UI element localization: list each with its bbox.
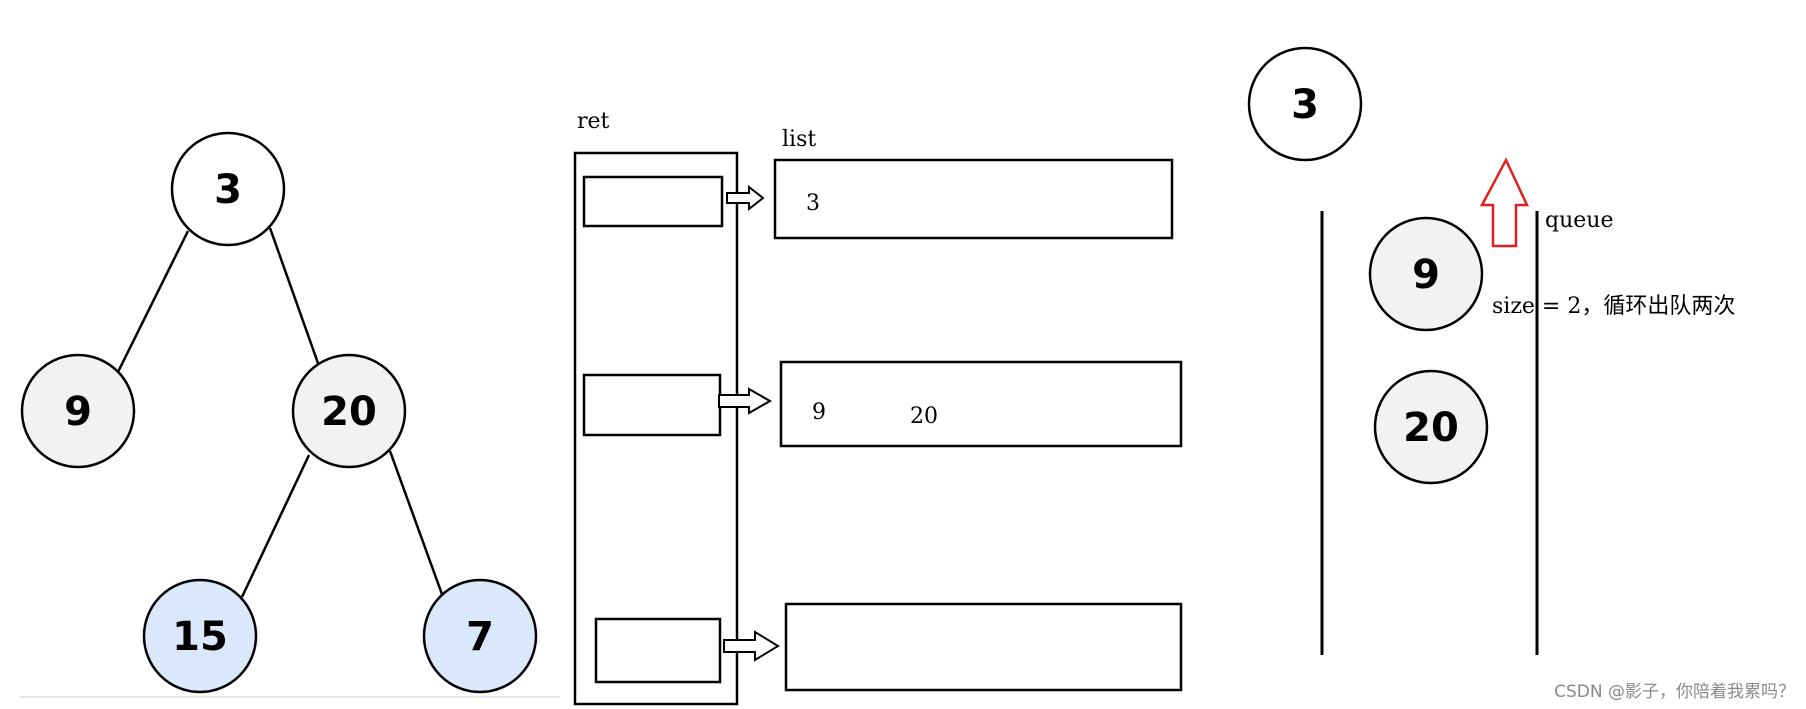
ret-slot-1 <box>582 373 722 437</box>
queue-node-20: 20 <box>1373 369 1489 485</box>
tree-node-15: 15 <box>142 578 258 694</box>
tree-node-20-circle <box>291 353 407 469</box>
queue-node-20-circle <box>1373 369 1489 485</box>
watermark-text: CSDN @影子，你陪着我累吗？ <box>1554 682 1795 702</box>
tree-node-3: 3 <box>170 131 286 247</box>
ret-label: ret <box>577 109 610 134</box>
tree-edge-3-9 <box>116 230 190 373</box>
queue-node-20-label: 20 <box>1403 405 1459 451</box>
tree-node-3-circle <box>170 131 286 247</box>
tree-edge-20-15 <box>240 454 311 598</box>
tree-node-9: 9 <box>20 353 136 469</box>
list-row-0 <box>773 158 1174 240</box>
ret-slot-0 <box>582 175 724 228</box>
tree-node-3-label: 3 <box>214 167 242 213</box>
arrow-icon-0 <box>726 184 765 212</box>
dequeued-node-circle <box>1247 46 1363 162</box>
ret-slot-2 <box>594 617 722 684</box>
tree-node-20-label: 20 <box>321 389 377 435</box>
tree-node-15-circle <box>142 578 258 694</box>
tree-node-15-label: 15 <box>172 614 228 660</box>
tree-node-7: 7 <box>422 578 538 694</box>
dequeued-node-label: 3 <box>1291 82 1319 128</box>
binary-tree <box>116 227 445 598</box>
queue-node-9-label: 9 <box>1412 252 1440 298</box>
list-row-1-value-1: 20 <box>910 404 938 429</box>
list-row-2 <box>784 602 1183 692</box>
queue-node-9-circle <box>1368 216 1484 332</box>
queue-node-9: 9 <box>1368 216 1484 332</box>
ret-arrows <box>718 184 780 662</box>
list-row-1 <box>779 360 1183 448</box>
tree-node-7-label: 7 <box>466 614 494 660</box>
tree-edge-3-20 <box>268 227 321 367</box>
list-row-1-value-0: 9 <box>812 400 826 425</box>
list-label: list <box>782 127 816 152</box>
dequeue-arrow-icon <box>1479 157 1529 248</box>
tree-node-20: 20 <box>291 353 407 469</box>
dequeued-node-3: 3 <box>1247 46 1363 162</box>
arrow-icon-1 <box>718 387 773 415</box>
tree-edge-20-7 <box>388 450 445 598</box>
tree-node-7-circle <box>422 578 538 694</box>
queue-label: queue <box>1545 208 1613 233</box>
ret-container <box>573 151 739 706</box>
arrow-icon-2 <box>723 630 780 662</box>
tree-node-9-label: 9 <box>64 389 92 435</box>
queue-size-annotation: size = 2，循环出队两次 <box>1492 294 1735 319</box>
tree-node-9-circle <box>20 353 136 469</box>
list-row-0-value-0: 3 <box>806 191 820 216</box>
